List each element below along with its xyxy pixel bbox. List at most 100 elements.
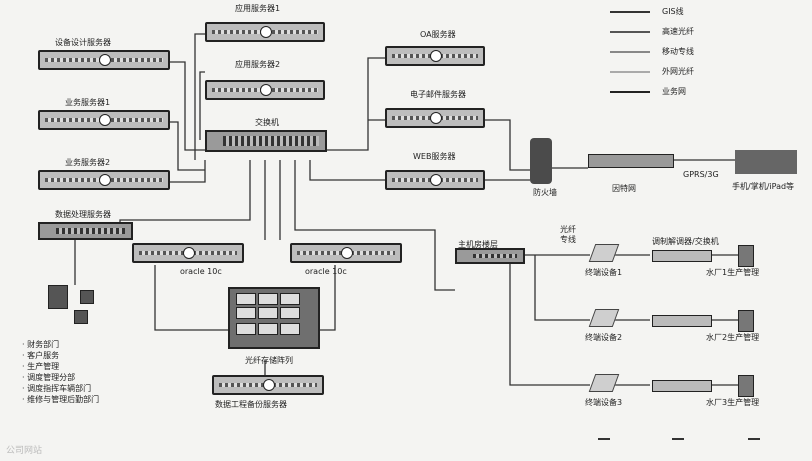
- terminal-icon: [738, 310, 754, 332]
- site-name: 终端设备1: [585, 268, 623, 277]
- web-server: [385, 170, 485, 190]
- disk-icon: [263, 379, 275, 391]
- legend-label-mobile: 移动专线: [662, 47, 694, 56]
- label-storage: 光纤存储阵列: [245, 356, 293, 365]
- client-item: · 调度管理分部: [22, 373, 76, 382]
- client-item: · 生产管理: [22, 362, 60, 371]
- core-switch: [205, 130, 327, 152]
- label-modems: 调制解调器/交换机: [652, 237, 719, 246]
- link-web-switch: [309, 160, 385, 181]
- mobile-terminals-icon: [735, 150, 797, 174]
- backup-server: [212, 375, 324, 395]
- disk-cell: [280, 307, 300, 319]
- disk-cell: [236, 307, 256, 319]
- disk-icon: [341, 247, 353, 259]
- oracle2-server: [290, 243, 402, 263]
- disk-icon: [99, 174, 111, 186]
- site-label: 水厂3生产管理: [706, 398, 760, 407]
- app1-server: [38, 110, 170, 130]
- link-oa-switch: [320, 57, 385, 151]
- disk-icon: [99, 114, 111, 126]
- label-app2-server: 业务服务器2: [65, 158, 111, 167]
- link-comm2-switch: [199, 71, 205, 140]
- label-oracle2: oracle 10c: [305, 267, 347, 276]
- link-oracle1-storage: [154, 265, 230, 331]
- label-email-server: 电子邮件服务器: [410, 90, 466, 99]
- label-firewall: 防火墙: [533, 188, 557, 197]
- legend-label-fiber: 高速光纤: [662, 27, 694, 36]
- label-internet: 因特网: [612, 184, 636, 193]
- label-mobile-terminals: 手机/掌机/iPad等: [732, 182, 795, 191]
- label-backup-server: 数据工程备份服务器: [215, 400, 287, 409]
- link-comm1-switch: [194, 33, 205, 160]
- modem-icon: [652, 250, 712, 262]
- label-gprs: GPRS/3G: [683, 170, 719, 179]
- link-oa-firewall: [484, 119, 530, 171]
- label-comm1-server: 应用服务器1: [235, 4, 281, 13]
- label-oracle1: oracle 10c: [180, 267, 222, 276]
- disk-icon: [260, 26, 272, 38]
- link-access-site2: [534, 255, 590, 321]
- modem-icon: [652, 315, 712, 327]
- site-name: 终端设备3: [585, 398, 623, 407]
- disk-icon: [183, 247, 195, 259]
- disk-icon: [99, 54, 111, 66]
- disk-cell: [236, 293, 256, 305]
- link-design-switch: [170, 61, 208, 151]
- site-name: 终端设备2: [585, 333, 623, 342]
- label-core-switch: 交换机: [255, 118, 279, 127]
- comm1-server: [205, 22, 325, 42]
- client-item: · 客户服务: [22, 351, 60, 360]
- link-access-site3: [509, 255, 590, 386]
- pc-icon: [48, 285, 68, 309]
- link-oracle2-storage: [320, 265, 336, 331]
- label-design-server: 设备设计服务器: [55, 38, 111, 47]
- label-fiber: 光纤 专线: [560, 225, 576, 244]
- disk-cell: [236, 323, 256, 335]
- terminal-icon: [738, 375, 754, 397]
- design-server: [38, 50, 170, 70]
- client-item: · 财务部门: [22, 340, 60, 349]
- client-item: · 维修与管理后勤部门: [22, 395, 100, 404]
- label-web-server: WEB服务器: [413, 152, 456, 161]
- label-data-server: 数据处理服务器: [55, 210, 111, 219]
- disk-cell: [280, 293, 300, 305]
- oa-server: [385, 46, 485, 66]
- disk-icon: [430, 112, 442, 124]
- oracle1-server: [132, 243, 244, 263]
- legend-lines: [610, 11, 650, 93]
- disk-cell: [280, 323, 300, 335]
- link-app2-switch: [170, 160, 206, 183]
- access-switch: [455, 248, 525, 264]
- terminal-icon: [738, 245, 754, 267]
- legend-label-external: 外网光纤: [662, 67, 694, 76]
- internet-router: [588, 154, 674, 168]
- disk-icon: [430, 50, 442, 62]
- firewall-icon: [530, 138, 552, 184]
- storage-array: [228, 287, 320, 349]
- site-label: 水厂2生产管理: [706, 333, 760, 342]
- disk-cell: [258, 293, 278, 305]
- disk-icon: [260, 84, 272, 96]
- disk-cell: [258, 323, 278, 335]
- dash-mark: [598, 438, 610, 440]
- dash-mark: [748, 438, 760, 440]
- connection-lines: [74, 33, 738, 386]
- site-label: 水厂1生产管理: [706, 268, 760, 277]
- watermark: 公司网站: [6, 446, 43, 456]
- pc-icon: [80, 290, 94, 304]
- app2-server: [38, 170, 170, 190]
- label-oa-server: OA服务器: [420, 30, 456, 39]
- label-comm2-server: 应用服务器2: [235, 60, 281, 69]
- dash-mark: [672, 438, 684, 440]
- disk-icon: [430, 174, 442, 186]
- legend-label-gis: GIS线: [662, 7, 684, 16]
- modem-icon: [652, 380, 712, 392]
- disk-cell: [258, 307, 278, 319]
- pc-icon: [74, 310, 88, 324]
- data-server: [38, 222, 133, 240]
- label-app1-server: 业务服务器1: [65, 98, 111, 107]
- legend-label-business: 业务网: [662, 87, 686, 96]
- email-server: [385, 108, 485, 128]
